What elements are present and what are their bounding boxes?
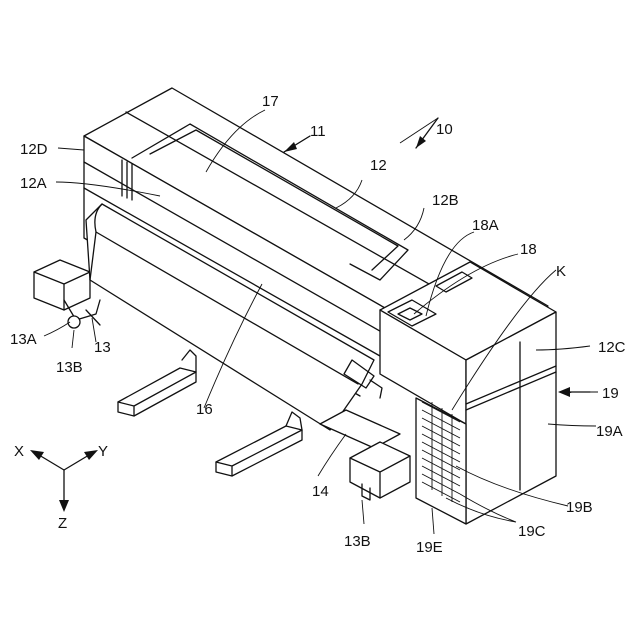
label-12d: 12D	[20, 141, 48, 158]
label-13b-right: 13B	[344, 533, 371, 550]
label-19e: 19E	[416, 539, 443, 556]
label-12c: 12C	[598, 339, 626, 356]
label-13b-left: 13B	[56, 359, 83, 376]
label-12b: 12B	[432, 192, 459, 209]
z-arrowhead	[59, 500, 69, 512]
label-13a: 13A	[10, 331, 37, 348]
label-19a: 19A	[596, 423, 623, 440]
label-19b: 19B	[566, 499, 593, 516]
axis-label-y: Y	[98, 443, 108, 460]
label-17: 17	[262, 93, 279, 110]
label-14: 14	[312, 483, 329, 500]
axes-triad	[30, 450, 98, 512]
right-cabinet	[380, 262, 556, 524]
label-k: K	[556, 263, 566, 280]
label-13: 13	[94, 339, 111, 356]
y-arrowhead	[84, 450, 98, 460]
axis-label-x: X	[14, 443, 24, 460]
axis-label-z: Z	[58, 515, 67, 532]
label-10: 10	[436, 121, 453, 138]
crossbar-and-foot	[320, 410, 410, 500]
label-19c: 19C	[518, 523, 546, 540]
label-11: 11	[310, 123, 326, 140]
x-arrowhead	[30, 450, 44, 460]
label-18: 18	[520, 241, 537, 258]
label-16: 16	[196, 401, 213, 418]
label-18a: 18A	[472, 217, 499, 234]
label-12a: 12A	[20, 175, 47, 192]
label-19: 19	[602, 385, 619, 402]
label-12: 12	[370, 157, 387, 174]
